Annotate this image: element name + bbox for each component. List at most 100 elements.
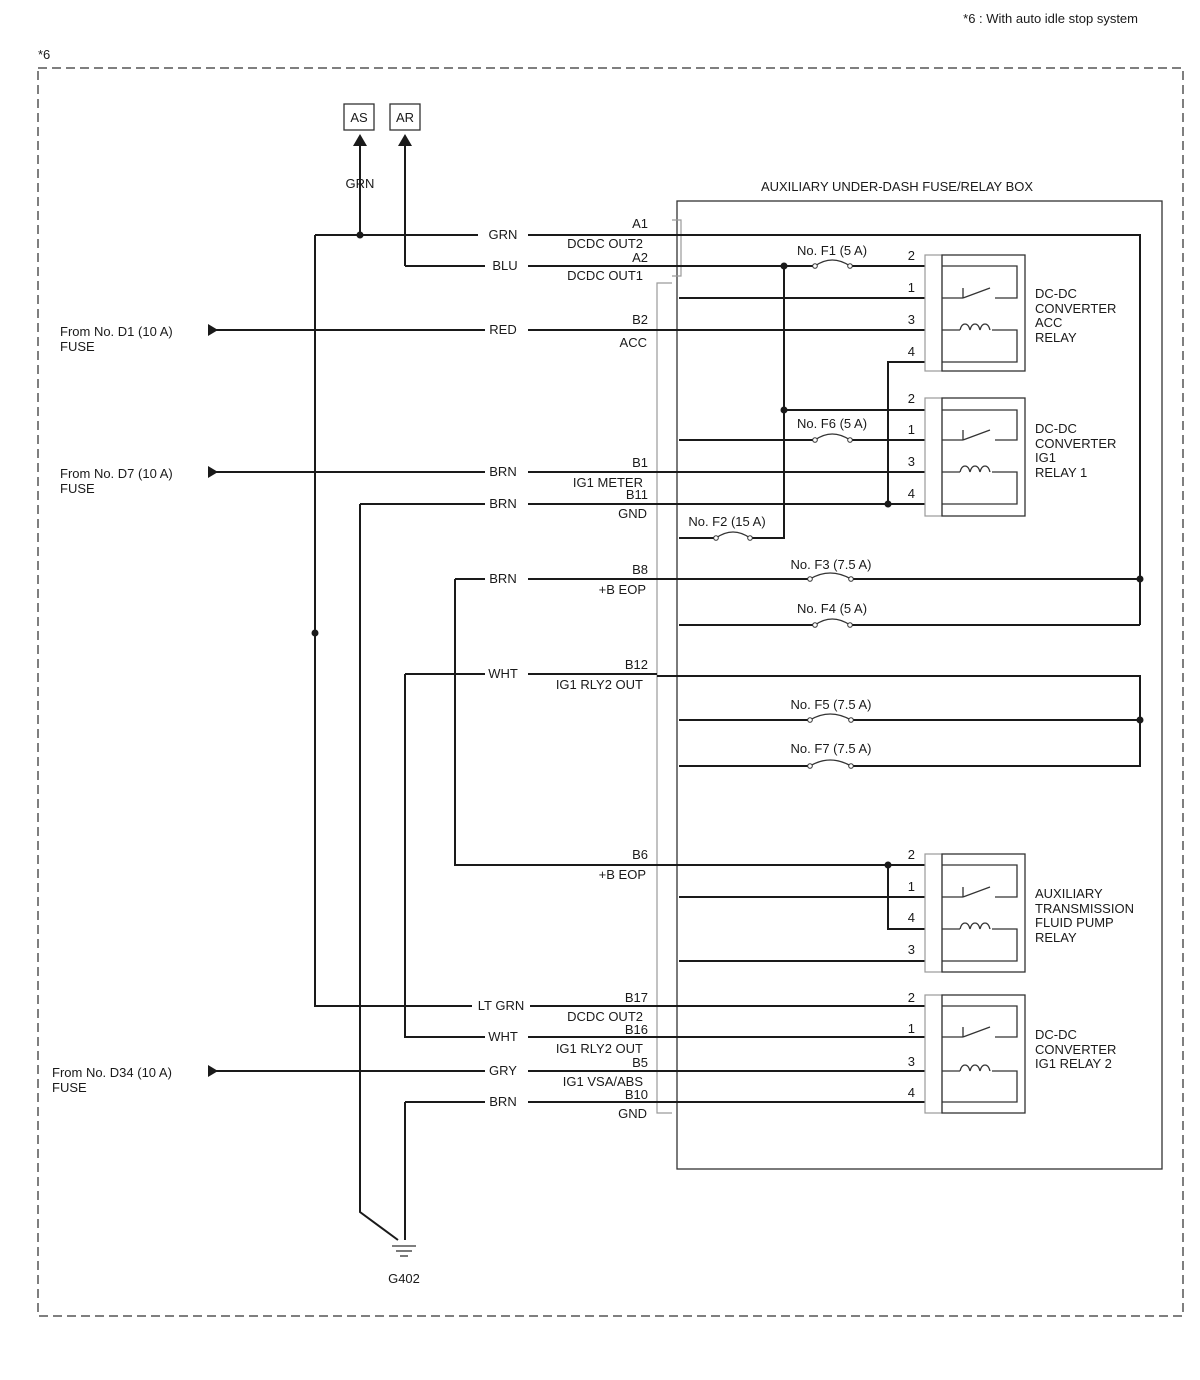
- fuse-f2[interactable]: No. F2 (15 A): [688, 514, 766, 541]
- relay-label: DC-DC: [1035, 286, 1077, 301]
- pin-id: B6: [632, 847, 648, 862]
- fuse-label: No. F6 (5 A): [797, 416, 867, 431]
- connector-b: [656, 282, 672, 1114]
- relay-pin: 4: [908, 1085, 915, 1100]
- relay-pin: 2: [908, 248, 915, 263]
- wire-color: BRN: [489, 1094, 516, 1109]
- fuse-f6[interactable]: No. F6 (5 A): [797, 416, 867, 443]
- fuse-f3[interactable]: No. F3 (7.5 A): [791, 557, 872, 582]
- relay-pin: 1: [908, 422, 915, 437]
- source-d7-line1: From No. D7 (10 A): [60, 466, 173, 481]
- wire-color: GRY: [489, 1063, 517, 1078]
- terminal-a1: GRN A1 DCDC OUT2: [489, 216, 648, 251]
- fuse-relay-box: [676, 200, 1163, 1170]
- relay-acc[interactable]: 2 1 3 4 DC-DC CONVERTER ACC RELAY: [908, 248, 1117, 372]
- terminal-b16: WHT B16 IG1 RLY2 OUT: [488, 1022, 648, 1056]
- pin-function: DCDC OUT2: [567, 236, 643, 251]
- terminal-b11: BRN B11 GND: [489, 487, 648, 521]
- relay-label: CONVERTER: [1035, 1042, 1116, 1057]
- terminal-b17: LT GRN B17 DCDC OUT2: [478, 990, 648, 1024]
- pin-function: IG1 METER: [573, 475, 643, 490]
- pin-id: B2: [632, 312, 648, 327]
- pin-id: B5: [632, 1055, 648, 1070]
- terminal-b12: WHT B12 IG1 RLY2 OUT: [488, 657, 648, 692]
- relay-pin: 4: [908, 486, 915, 501]
- relay-ig1-1[interactable]: 2 1 3 4 DC-DC CONVERTER IG1 RELAY 1: [908, 391, 1117, 517]
- relay-pin: 3: [908, 1054, 915, 1069]
- pin-id: B12: [625, 657, 648, 672]
- fuse-label: No. F3 (7.5 A): [791, 557, 872, 572]
- fuse-label: No. F2 (15 A): [688, 514, 765, 529]
- source-d7-line2: FUSE: [60, 481, 95, 496]
- pin-id: B1: [632, 455, 648, 470]
- fuse-f5[interactable]: No. F5 (7.5 A): [791, 697, 872, 723]
- relay-pin: 3: [908, 312, 915, 327]
- wire-color: LT GRN: [478, 998, 524, 1013]
- pin-id: B8: [632, 562, 648, 577]
- terminal-b2: RED B2 ACC: [489, 312, 648, 350]
- internal-wires: [657, 234, 1141, 1103]
- relay-ig1-2[interactable]: 2 1 3 4 DC-DC CONVERTER IG1 RELAY 2: [908, 990, 1117, 1114]
- pin-id: A1: [632, 216, 648, 231]
- relay-pin: 4: [908, 910, 915, 925]
- pin-function: IG1 RLY2 OUT: [556, 677, 643, 692]
- output-as-label: AS: [350, 110, 368, 125]
- wire-color: WHT: [488, 666, 518, 681]
- wire-color: BRN: [489, 571, 516, 586]
- wire-color: BRN: [489, 464, 516, 479]
- pin-id: B10: [625, 1087, 648, 1102]
- terminal-a2: BLU A2 DCDC OUT1: [492, 250, 648, 283]
- source-d1-line1: From No. D1 (10 A): [60, 324, 173, 339]
- frame-label: *6: [38, 47, 50, 62]
- relay-label: CONVERTER: [1035, 436, 1116, 451]
- connector-a: [672, 219, 682, 277]
- fuse-label: No. F1 (5 A): [797, 243, 867, 258]
- harness-wires: [215, 134, 681, 1241]
- relay-pin: 2: [908, 990, 915, 1005]
- terminal-b8: BRN B8 +B EOP: [489, 562, 648, 597]
- relay-label: FLUID PUMP: [1035, 915, 1114, 930]
- relay-aux-pump[interactable]: 2 1 4 3 AUXILIARY TRANSMISSION FLUID PUM…: [908, 847, 1134, 973]
- pin-id: A2: [632, 250, 648, 265]
- terminal-b1: BRN B1 IG1 METER: [489, 455, 648, 490]
- relay-label: DC-DC: [1035, 1027, 1077, 1042]
- box-title: AUXILIARY UNDER-DASH FUSE/RELAY BOX: [761, 179, 1033, 194]
- wire-color: WHT: [488, 1029, 518, 1044]
- source-arrow-d1: [208, 324, 218, 336]
- wire-color: GRN: [489, 227, 518, 242]
- relay-pin: 3: [908, 454, 915, 469]
- fuse-label: No. F4 (5 A): [797, 601, 867, 616]
- relay-label: RELAY 1: [1035, 465, 1087, 480]
- output-connector-ar[interactable]: AR: [389, 103, 421, 131]
- pin-id: B16: [625, 1022, 648, 1037]
- relay-pin: 1: [908, 879, 915, 894]
- fuse-label: No. F5 (7.5 A): [791, 697, 872, 712]
- terminal-b6: B6 +B EOP: [599, 847, 648, 882]
- source-d34-line1: From No. D34 (10 A): [52, 1065, 172, 1080]
- pin-function: +B EOP: [599, 582, 646, 597]
- splice-point: [311, 629, 319, 637]
- pin-function: GND: [618, 506, 647, 521]
- relay-pin: 2: [908, 847, 915, 862]
- relay-label: ACC: [1035, 315, 1062, 330]
- fuse-f7[interactable]: No. F7 (7.5 A): [791, 741, 872, 769]
- fuse-f4[interactable]: No. F4 (5 A): [797, 601, 867, 628]
- splice-point: [356, 231, 364, 239]
- pin-id: B17: [625, 990, 648, 1005]
- ground-symbol: [392, 1245, 416, 1257]
- fuse-f1[interactable]: No. F1 (5 A): [797, 243, 867, 269]
- pin-function: DCDC OUT2: [567, 1009, 643, 1024]
- pin-function: GND: [618, 1106, 647, 1121]
- relay-label: DC-DC: [1035, 421, 1077, 436]
- pin-function: DCDC OUT1: [567, 268, 643, 283]
- pin-function: IG1 RLY2 OUT: [556, 1041, 643, 1056]
- terminal-b10: BRN B10 GND: [489, 1087, 648, 1121]
- pin-function: +B EOP: [599, 867, 646, 882]
- relay-label: RELAY: [1035, 930, 1077, 945]
- relay-pin: 1: [908, 280, 915, 295]
- relay-pin: 3: [908, 942, 915, 957]
- terminal-b5: GRY B5 IG1 VSA/ABS: [489, 1055, 648, 1089]
- output-connector-as[interactable]: AS: [343, 103, 375, 131]
- pin-function: IG1 VSA/ABS: [563, 1074, 644, 1089]
